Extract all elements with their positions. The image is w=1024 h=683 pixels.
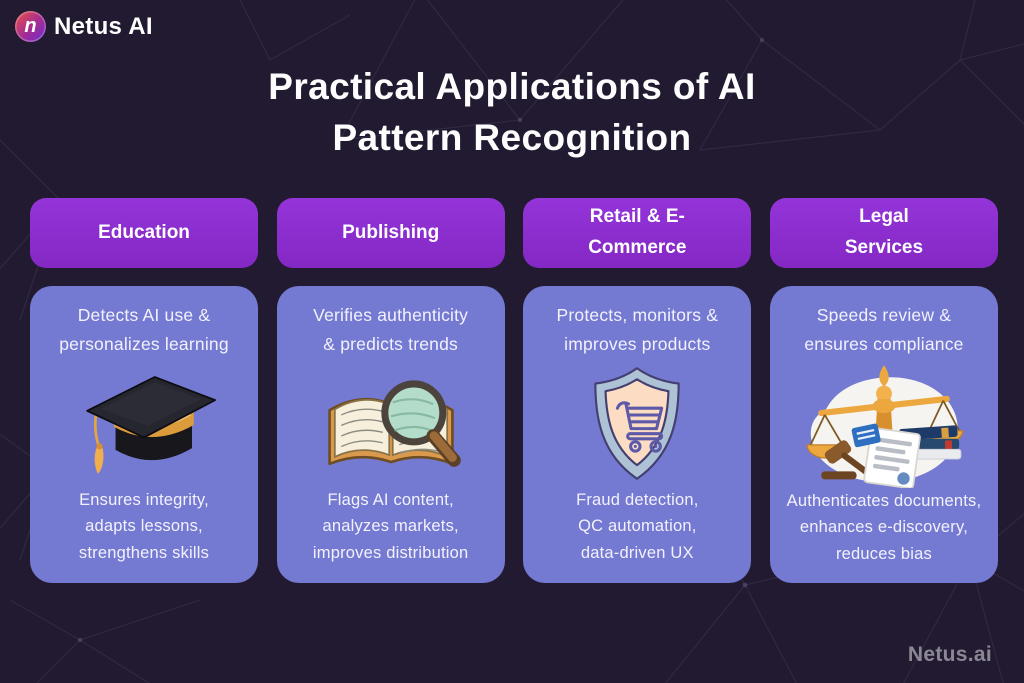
card-top-line: & predicts trends: [323, 334, 458, 355]
card-bottom-line: Ensures integrity,: [79, 490, 209, 509]
card-top-line: ensures compliance: [804, 334, 964, 355]
netus-logo-icon: n: [15, 11, 46, 42]
page-title-line-2: Pattern Recognition: [332, 116, 692, 158]
card-bottom-text: Authenticates documents, enhances e-disco…: [787, 488, 982, 567]
header-label-line: Education: [98, 221, 190, 243]
header-label-line: Legal: [859, 206, 909, 228]
page-title: Practical Applications of AI Pattern Rec…: [0, 62, 1024, 163]
card-top-line: Protects, monitors &: [556, 305, 719, 325]
card-top-line: Speeds review &: [816, 305, 952, 325]
card-bottom-line: reduces bias: [835, 544, 932, 563]
card-bottom-line: Flags AI content,: [327, 490, 454, 509]
card-icon-slot: [800, 360, 968, 488]
netus-logo-text: Netus AI: [54, 12, 153, 40]
card-icon-slot: [586, 360, 688, 487]
column-publishing: Publishing Verifies authenticity & predic…: [276, 198, 505, 583]
card-bottom-text: Fraud detection, QC automation, data-drive…: [576, 487, 698, 566]
column-education: Education Detects AI use & personalizes l…: [30, 198, 258, 583]
card-bottom-line: analyzes markets,: [322, 517, 459, 536]
card-bottom-text: Ensures integrity, adapts lessons, strengt…: [79, 487, 209, 566]
card-icon-slot: [312, 360, 470, 487]
card-top-line: Detects AI use &: [77, 305, 211, 325]
netus-logo: n Netus AI: [15, 11, 153, 42]
watermark-text: Netus.ai: [907, 643, 992, 666]
card-top-text: Speeds review & ensures compliance: [804, 301, 963, 360]
card-bottom-line: improves distribution: [312, 543, 469, 562]
category-header-retail-e-commerce: Retail & E- Commerce: [523, 198, 752, 268]
card-icon-slot: [64, 360, 224, 487]
category-card: Detects AI use & personalizes learning En…: [30, 286, 258, 583]
columns: Education Detects AI use & personalizes l…: [30, 198, 998, 583]
book-magnifier-icon: [327, 380, 461, 467]
card-bottom-line: QC automation,: [578, 517, 697, 536]
graduation-cap-icon: [86, 376, 216, 474]
card-bottom-line: enhances e-discovery,: [799, 518, 968, 537]
category-card: Speeds review & ensures compliance: [769, 286, 998, 583]
card-top-line: Verifies authenticity: [313, 305, 469, 325]
card-bottom-text: Flags AI content, analyzes markets, improv…: [313, 487, 469, 566]
card-top-text: Detects AI use & personalizes learning: [59, 301, 229, 360]
page-title-line-1: Practical Applications of AI: [268, 66, 756, 107]
card-bottom-line: adapts lessons,: [85, 517, 203, 536]
header-label-line: Services: [844, 237, 924, 258]
card-bottom-line: strengthens skills: [78, 543, 210, 562]
card-bottom-line: Authenticates documents,: [786, 491, 982, 510]
card-bottom-line: Fraud detection,: [576, 490, 699, 509]
card-top-text: Verifies authenticity & predicts trends: [313, 301, 468, 360]
header-label-line: Retail & E-: [589, 206, 685, 228]
card-top-line: improves products: [564, 334, 711, 355]
header-label-line: Publishing: [342, 221, 440, 243]
card-bottom-line: data-driven UX: [580, 543, 694, 562]
card-top-text: Protects, monitors & improves products: [557, 301, 719, 360]
header-label-line: Commerce: [588, 237, 687, 258]
column-retail-e-commerce: Retail & E- Commerce Protects, monitors &…: [523, 198, 752, 583]
category-header-publishing: Publishing: [276, 198, 505, 268]
category-header-education: Education: [30, 198, 258, 268]
legal-scales-icon: [806, 365, 964, 488]
category-card: Protects, monitors & improves products Fr…: [523, 286, 752, 583]
category-card: Verifies authenticity & predicts trends F…: [276, 286, 505, 583]
shield-cart-icon: [594, 366, 681, 480]
card-top-line: personalizes learning: [59, 334, 229, 355]
